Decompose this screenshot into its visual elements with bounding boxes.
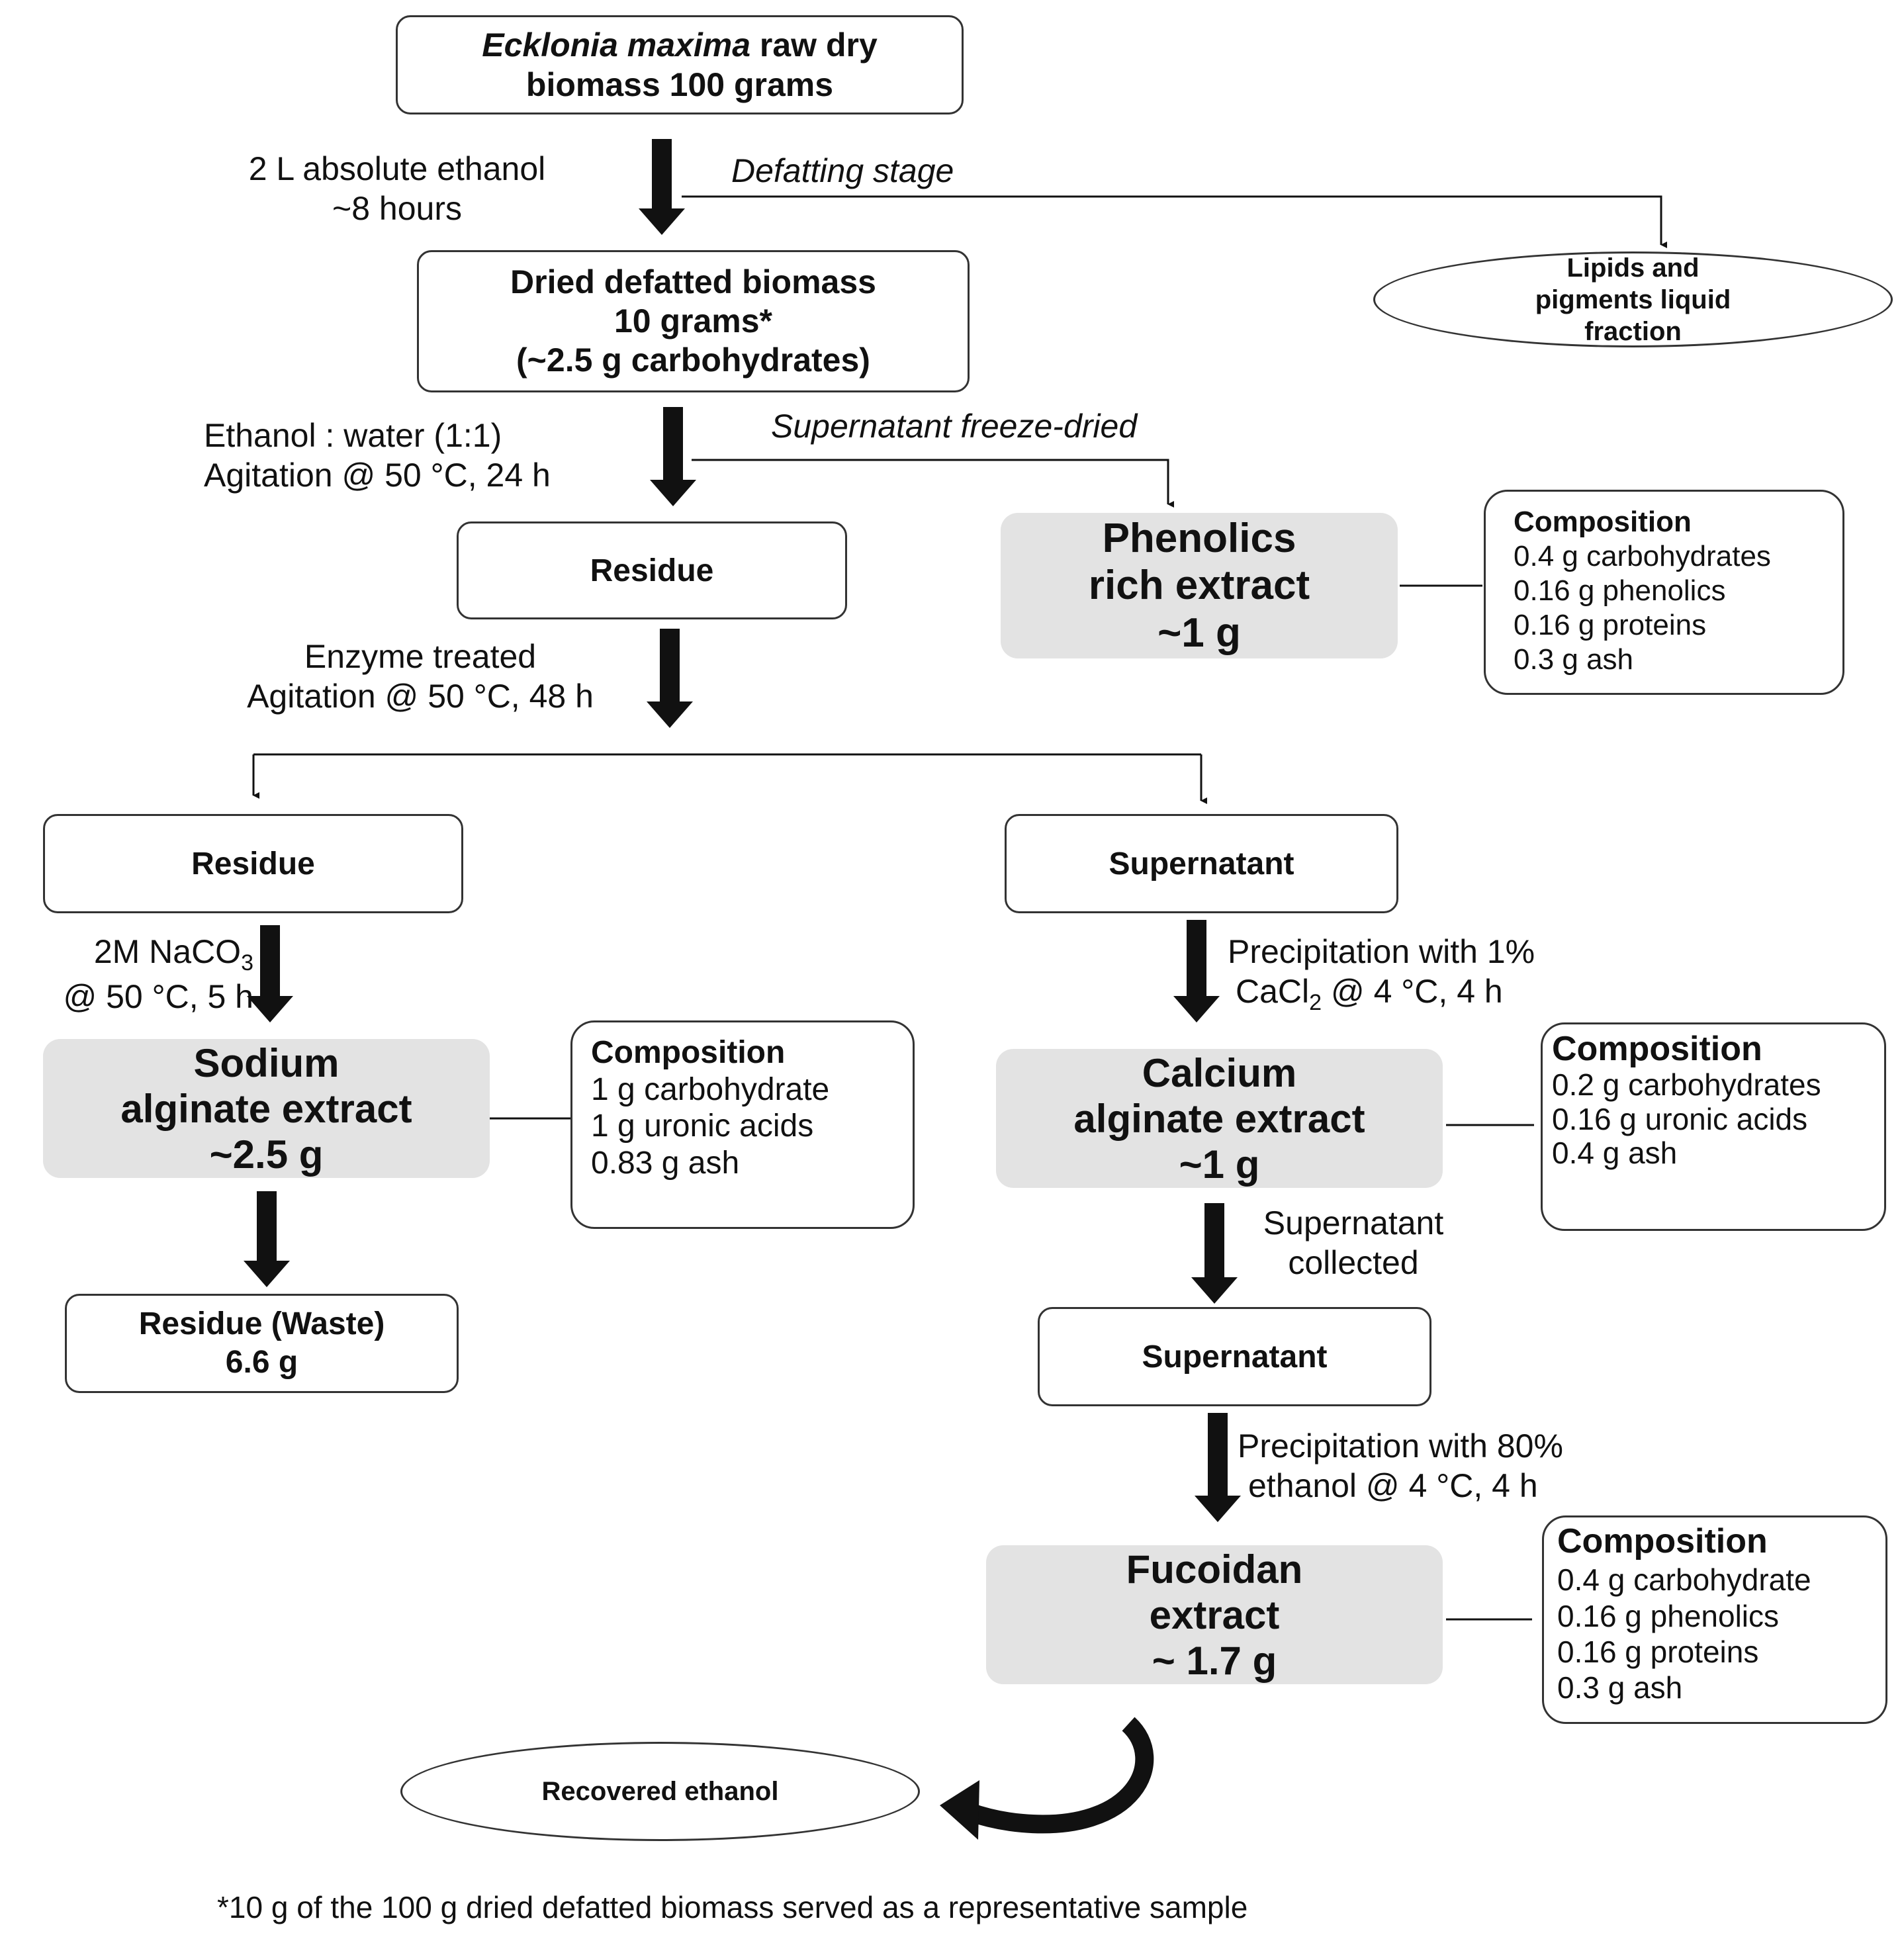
- line-freeze-to-phenolics: [692, 459, 1174, 508]
- composition-item: 0.4 g carbohydrates: [1514, 539, 1771, 572]
- arrow-super-to-calcium: [1173, 920, 1220, 1022]
- sodium-composition-box: Composition 1 g carbohydrate 1 g uronic …: [570, 1020, 915, 1229]
- species-name: Ecklonia maxima: [482, 26, 750, 64]
- composition-item: 0.3 g ash: [1557, 1670, 1683, 1705]
- line-defatting-to-lipids: [682, 195, 1667, 248]
- composition-title: Composition: [1552, 1030, 1762, 1068]
- residue-waste-box: Residue (Waste) 6.6 g: [65, 1294, 459, 1393]
- step-naco3: 2M NaCO3 @ 50 °C, 5 h: [63, 933, 253, 1015]
- step-defatting: Defatting stage: [731, 152, 954, 189]
- composition-item: 0.16 g proteins: [1514, 608, 1707, 641]
- composition-item: 1 g carbohydrate: [591, 1071, 830, 1107]
- supernatant-box-2: Supernatant: [1038, 1307, 1431, 1406]
- recovered-ethanol-ellipse: Recovered ethanol: [400, 1742, 920, 1841]
- step-ethanol-precipitation: Precipitation with 80% ethanol @ 4 °C, 4…: [1238, 1427, 1563, 1504]
- step-supernatant-collected: Supernatant collected: [1263, 1204, 1444, 1281]
- fucoidan-composition-box: Composition 0.4 g carbohydrate 0.16 g ph…: [1542, 1515, 1887, 1724]
- residue-box-2: Residue: [43, 814, 463, 913]
- residue-box-1: Residue: [457, 521, 847, 619]
- composition-title: Composition: [591, 1035, 786, 1070]
- composition-item: 0.3 g ash: [1514, 643, 1634, 676]
- arrow-residue2-to-sodium: [247, 925, 293, 1022]
- step-cacl2: Precipitation with 1% CaCl2 @ 4 °C, 4 h: [1228, 933, 1535, 1015]
- composition-item: 0.83 g ash: [591, 1146, 740, 1181]
- footnote: *10 g of the 100 g dried defatted biomas…: [217, 1890, 1248, 1924]
- arrow-sodium-to-waste: [244, 1191, 290, 1287]
- arrow-residue-to-enzyme: [647, 629, 693, 728]
- composition-item: 0.2 g carbohydrates: [1552, 1067, 1821, 1103]
- composition-item: 0.16 g proteins: [1557, 1634, 1759, 1669]
- thick-arrows: [244, 139, 1241, 1522]
- lipids-ellipse: Lipids and pigments liquid fraction: [1373, 251, 1893, 347]
- arrow-calcium-to-super2: [1191, 1203, 1238, 1304]
- composition-item: 0.4 g carbohydrate: [1557, 1562, 1811, 1598]
- phenolics-composition-box: Composition 0.4 g carbohydrates 0.16 g p…: [1484, 490, 1844, 695]
- calcium-composition-box: Composition 0.2 g carbohydrates 0.16 g u…: [1541, 1022, 1886, 1231]
- raw-biomass-box: Ecklonia maxima raw dry biomass 100 gram…: [396, 15, 964, 114]
- step-enzyme: Enzyme treated Agitation @ 50 °C, 48 h: [247, 638, 594, 715]
- sodium-alginate-box: Sodium alginate extract ~2.5 g: [43, 1039, 490, 1178]
- step-ethanol-extraction: 2 L absolute ethanol ~8 hours: [248, 150, 546, 227]
- composition-title: Composition: [1557, 1522, 1768, 1560]
- step-ethanol-water: Ethanol : water (1:1) Agitation @ 50 °C,…: [204, 417, 551, 494]
- composition-item: 1 g uronic acids: [591, 1108, 814, 1144]
- defatted-biomass-box: Dried defatted biomass 10 grams* (~2.5 g…: [417, 250, 970, 392]
- composition-title: Composition: [1514, 506, 1692, 538]
- calcium-alginate-box: Calcium alginate extract ~1 g: [996, 1049, 1443, 1188]
- composition-item: 0.16 g phenolics: [1514, 574, 1726, 607]
- phenolics-extract-box: Phenolics rich extract ~1 g: [1001, 513, 1398, 658]
- composition-item: 0.4 g ash: [1552, 1136, 1678, 1171]
- arrow-defatted-to-residue: [650, 407, 696, 506]
- composition-item: 0.16 g phenolics: [1557, 1598, 1780, 1633]
- recovery-curved-arrow: [940, 1717, 1154, 1840]
- supernatant-box-1: Supernatant: [1005, 814, 1398, 913]
- fucoidan-extract-box: Fucoidan extract ~ 1.7 g: [986, 1545, 1443, 1684]
- arrow-raw-to-defatted: [639, 139, 685, 235]
- composition-item: 0.16 g uronic acids: [1552, 1101, 1808, 1136]
- step-freeze-dried: Supernatant freeze-dried: [771, 408, 1138, 445]
- arrow-super2-to-fucoidan: [1195, 1413, 1241, 1522]
- thin-lines: [252, 195, 1667, 1621]
